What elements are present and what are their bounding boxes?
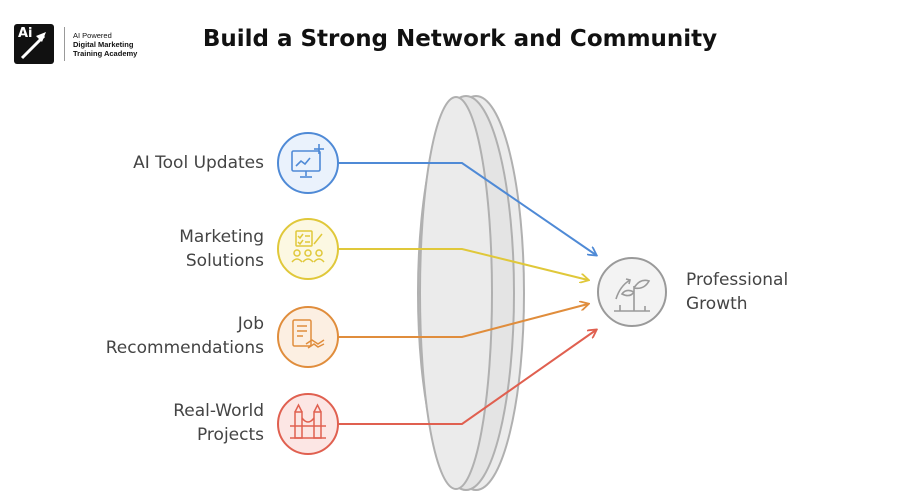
- logo-text: AI Powered Digital Marketing Training Ac…: [73, 31, 137, 58]
- label-job-recommendations-line-2: Recommendations: [105, 338, 264, 358]
- brand-logo: Ai AI Powered Digital Marketing Training…: [14, 22, 164, 66]
- label-marketing-solutions: Marketing Solutions: [179, 225, 264, 273]
- connector-ai-tool-updates: [338, 162, 596, 255]
- connector-real-world-projects: [338, 330, 596, 425]
- logo-mark-text: Ai: [18, 26, 33, 41]
- label-ai-tool-updates-line-1: AI Tool Updates: [133, 153, 264, 173]
- label-real-world-projects-line-2: Projects: [196, 425, 264, 445]
- logo-line-2: Digital Marketing: [73, 39, 134, 49]
- node-job-recommendations: [277, 306, 339, 368]
- page-title: Build a Strong Network and Community: [202, 26, 718, 52]
- computer-plus-icon: [291, 144, 324, 178]
- label-marketing-solutions-line-2: Solutions: [185, 251, 264, 271]
- node-real-world-projects: [277, 393, 339, 455]
- label-marketing-solutions-line-1: Marketing: [179, 227, 264, 247]
- label-ai-tool-updates: AI Tool Updates: [133, 151, 264, 175]
- logo-divider: [64, 27, 65, 61]
- label-professional-growth-line-1: Professional: [686, 270, 789, 290]
- bridge-icon: [290, 403, 326, 439]
- logo-mark: Ai: [14, 24, 54, 64]
- label-job-recommendations: Job Recommendations: [106, 312, 264, 360]
- team-checklist-icon: [291, 230, 325, 263]
- label-real-world-projects-line-1: Real-World: [173, 401, 264, 421]
- logo-arrow-icon: [20, 32, 46, 60]
- connector-marketing-solutions: [338, 248, 588, 280]
- contract-handshake-icon: [292, 319, 325, 349]
- connector-job-recommendations: [338, 304, 588, 338]
- logo-line-3: Training Academy: [73, 48, 138, 58]
- growing-plant-icon: [614, 278, 651, 312]
- label-job-recommendations-line-1: Job: [237, 314, 264, 334]
- label-real-world-projects: Real-World Projects: [173, 399, 264, 447]
- label-professional-growth: Professional Growth: [686, 268, 788, 316]
- node-ai-tool-updates: [277, 132, 339, 194]
- node-professional-growth: [597, 257, 667, 327]
- lens: [417, 95, 525, 491]
- node-marketing-solutions: [277, 218, 339, 280]
- logo-line-1: AI Powered: [73, 30, 112, 40]
- label-professional-growth-line-2: Growth: [686, 294, 748, 314]
